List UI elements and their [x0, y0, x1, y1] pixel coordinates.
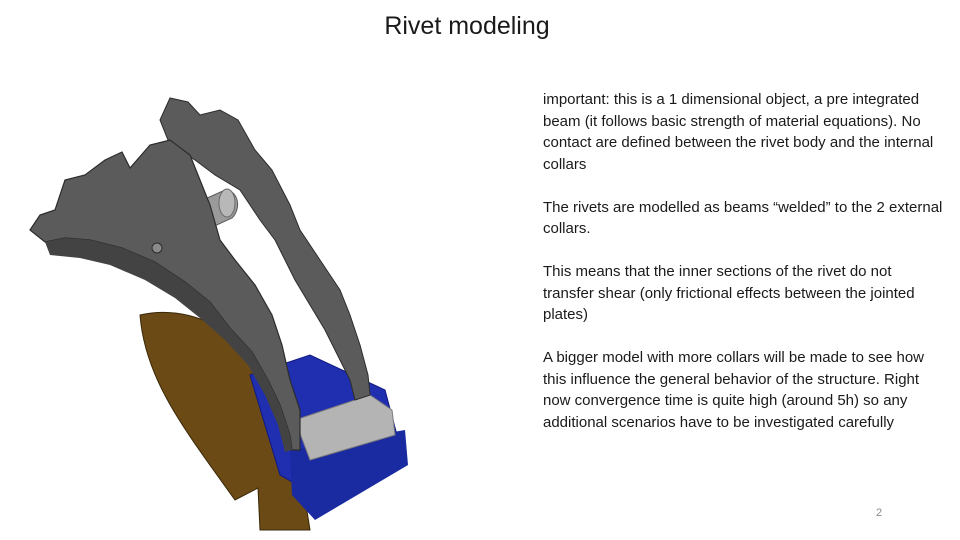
collar-hole — [151, 242, 163, 254]
back-collar — [159, 97, 371, 401]
slide-title: Rivet modeling — [384, 12, 550, 40]
rivet-model-figure — [10, 90, 430, 535]
paragraph-3: This means that the inner sections of th… — [543, 263, 915, 323]
body-text: important: this is a 1 dimensional objec… — [543, 89, 943, 455]
front-collar — [29, 139, 301, 451]
page-number: 2 — [876, 507, 883, 519]
paragraph-2: The rivets are modelled as beams “welded… — [543, 198, 943, 238]
paragraph-4: A bigger model with more collars will be… — [543, 349, 925, 431]
collar-inner-edge — [45, 238, 292, 452]
paragraph-1: important: this is a 1 dimensional objec… — [543, 91, 934, 173]
